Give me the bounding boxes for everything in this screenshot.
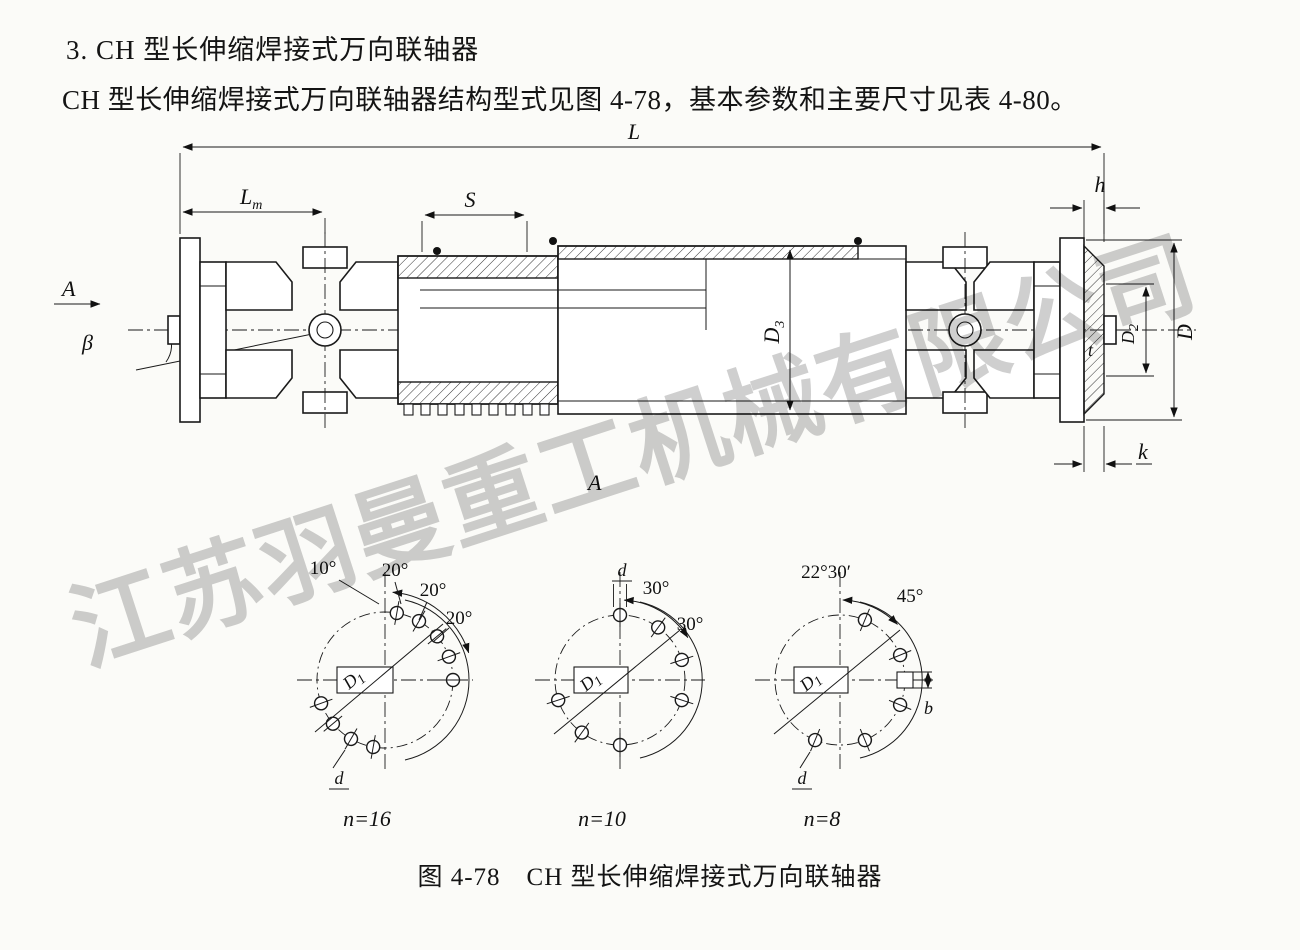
dimension-D: D (1086, 239, 1197, 421)
bolt-hole (437, 649, 461, 664)
bolt-hole (574, 722, 590, 743)
dim-label-h: h (1095, 172, 1106, 197)
bolt-hole (888, 697, 912, 713)
dimension-h: h (1050, 172, 1140, 242)
right-universal-joint (905, 232, 1061, 428)
dimension-D3: D3 (759, 249, 794, 411)
weld-dot (854, 237, 862, 245)
dimension-k: k (1054, 426, 1152, 472)
hole-count-label: n=10 (578, 806, 626, 831)
dim-label-S: S (465, 187, 476, 212)
dim-label-L: L (627, 120, 640, 144)
bolt-pattern-view-n16: 10° 20° 20° 20° D1 d n=16 (297, 558, 473, 831)
angle-label: 22°30′ (801, 562, 851, 583)
bolt-hole (888, 647, 912, 663)
dim-label-D3: D3 (759, 321, 788, 345)
dim-label-beta: β (81, 330, 93, 355)
telescopic-tube (420, 237, 907, 415)
angle-label: 30° (677, 614, 704, 635)
section-heading: 3. CH 型长伸缩焊接式万向联轴器 (66, 35, 480, 65)
dimension-S: S (421, 187, 528, 252)
angle-label: 20° (420, 580, 447, 601)
hole-count-label: n=16 (343, 806, 391, 831)
bolt-pattern-view-n8: b 22°30′ 45° D1 d n=8 (755, 562, 935, 831)
view-label-A: A (586, 470, 602, 495)
dim-label-d: d (618, 560, 628, 580)
figure-drawing: L Lm S h A β D3 D2 D t (54, 120, 1197, 831)
hub-end (336, 666, 394, 694)
angle-label: 10° (310, 558, 337, 579)
bolt-hole (650, 617, 666, 638)
bolt-hole (546, 692, 570, 708)
bolt-hole (389, 601, 405, 625)
bolt-pattern-view-n10: 30° 30° d D1 n=10 (535, 560, 705, 831)
label-A-arrow: A (60, 276, 76, 301)
dimension-L: L (179, 120, 1105, 234)
angle-label: 20° (382, 560, 409, 581)
body-paragraph: CH 型长伸缩焊接式万向联轴器结构型式见图 4-78，基本参数和主要尺寸见表 4… (62, 85, 1078, 115)
bolt-hole (807, 728, 823, 752)
figure-caption: 图 4-78 CH 型长伸缩焊接式万向联轴器 (417, 864, 883, 891)
section-arrow-A: A (54, 276, 101, 308)
left-universal-joint (225, 232, 399, 428)
left-flange (167, 237, 227, 423)
angle-label: 45° (897, 586, 924, 607)
dim-label-b: b (924, 698, 933, 718)
dim-label-Lm: Lm (239, 184, 262, 213)
bolt-hole (857, 608, 873, 632)
angle-label: 30° (643, 578, 670, 599)
bolt-hole (411, 610, 427, 632)
dim-label-k: k (1138, 439, 1149, 464)
dim-label-D: D (1172, 324, 1197, 341)
bolt-hole (365, 735, 381, 759)
bolt-hole (309, 696, 333, 711)
dimension-D2: D2 (1106, 283, 1154, 377)
bolt-hole (670, 692, 694, 708)
bolt-hole (612, 733, 628, 757)
bolt-hole (427, 628, 447, 645)
spline-teeth (403, 403, 550, 416)
right-flange (1059, 237, 1117, 423)
bolt-hole (612, 603, 628, 627)
hole-count-label: n=8 (804, 806, 841, 831)
weld-dot (433, 247, 441, 255)
bolt-hole (670, 652, 694, 668)
splined-sleeve (397, 255, 559, 416)
dim-label-d: d (335, 768, 345, 788)
bolt-hole (343, 728, 359, 750)
bolt-hole (323, 715, 343, 732)
keyway-slot (896, 671, 914, 689)
bolt-hole (441, 672, 465, 688)
bolt-hole (857, 728, 873, 752)
main-assembly-drawing (128, 232, 1196, 428)
angle-label: 20° (446, 608, 473, 629)
weld-dot (549, 237, 557, 245)
dim-label-d: d (798, 768, 808, 788)
dimension-Lm: Lm (182, 184, 326, 234)
dim-label-t: t (1088, 340, 1094, 360)
dim-label-D2: D2 (1118, 324, 1142, 345)
